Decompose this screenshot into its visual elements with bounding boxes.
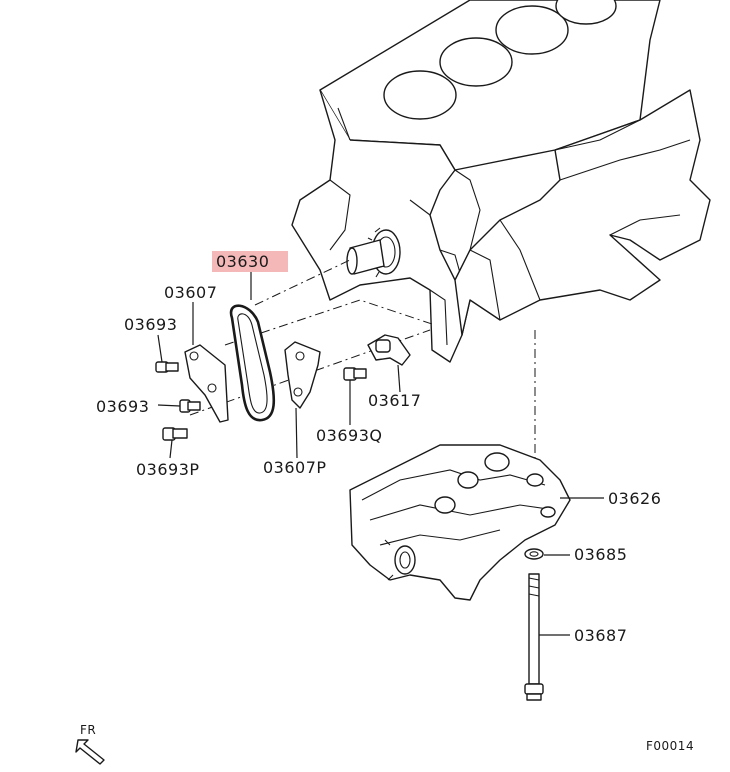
label-timing-chain[interactable]: 03630 <box>216 252 269 271</box>
label-washer[interactable]: 03685 <box>574 545 627 564</box>
chain-guide-left-part[interactable] <box>184 344 229 423</box>
label-long-bolt[interactable]: 03687 <box>574 626 627 645</box>
long-bolt-part[interactable] <box>524 573 544 701</box>
front-indicator: FR <box>75 723 105 765</box>
label-bolt-lower[interactable]: 03693P <box>136 460 200 479</box>
engine-block <box>291 0 711 363</box>
label-guide-right[interactable]: 03607P <box>263 458 327 477</box>
front-arrow-icon <box>75 739 105 765</box>
crankshaft-sprocket <box>346 227 401 278</box>
timing-chain-part[interactable] <box>229 304 276 422</box>
washer-part[interactable] <box>524 548 544 560</box>
figure-code: F00014 <box>646 739 694 753</box>
label-tensioner[interactable]: 03617 <box>368 391 421 410</box>
label-bolt-upper[interactable]: 03693 <box>124 315 177 334</box>
leader-lines <box>157 270 604 636</box>
bolt-lower-part[interactable] <box>162 427 188 441</box>
bolt-tensioner-part[interactable] <box>343 367 367 381</box>
label-highlight <box>212 251 288 272</box>
bolt-upper-part[interactable] <box>155 361 179 373</box>
bolt-mid-part[interactable] <box>179 399 201 413</box>
label-balancer[interactable]: 03626 <box>608 489 661 508</box>
chain-guide-right-part[interactable] <box>284 341 321 409</box>
label-guide-left[interactable]: 03607 <box>164 283 217 302</box>
chain-tensioner-part[interactable] <box>367 334 411 366</box>
part-labels: 03630 03607 03693 03693 03693P 03617 036… <box>96 251 661 645</box>
label-bolt-mid[interactable]: 03693 <box>96 397 149 416</box>
front-label: FR <box>80 723 96 737</box>
balancer-module-part[interactable] <box>349 444 571 601</box>
label-bolt-tensioner[interactable]: 03693Q <box>316 426 383 445</box>
